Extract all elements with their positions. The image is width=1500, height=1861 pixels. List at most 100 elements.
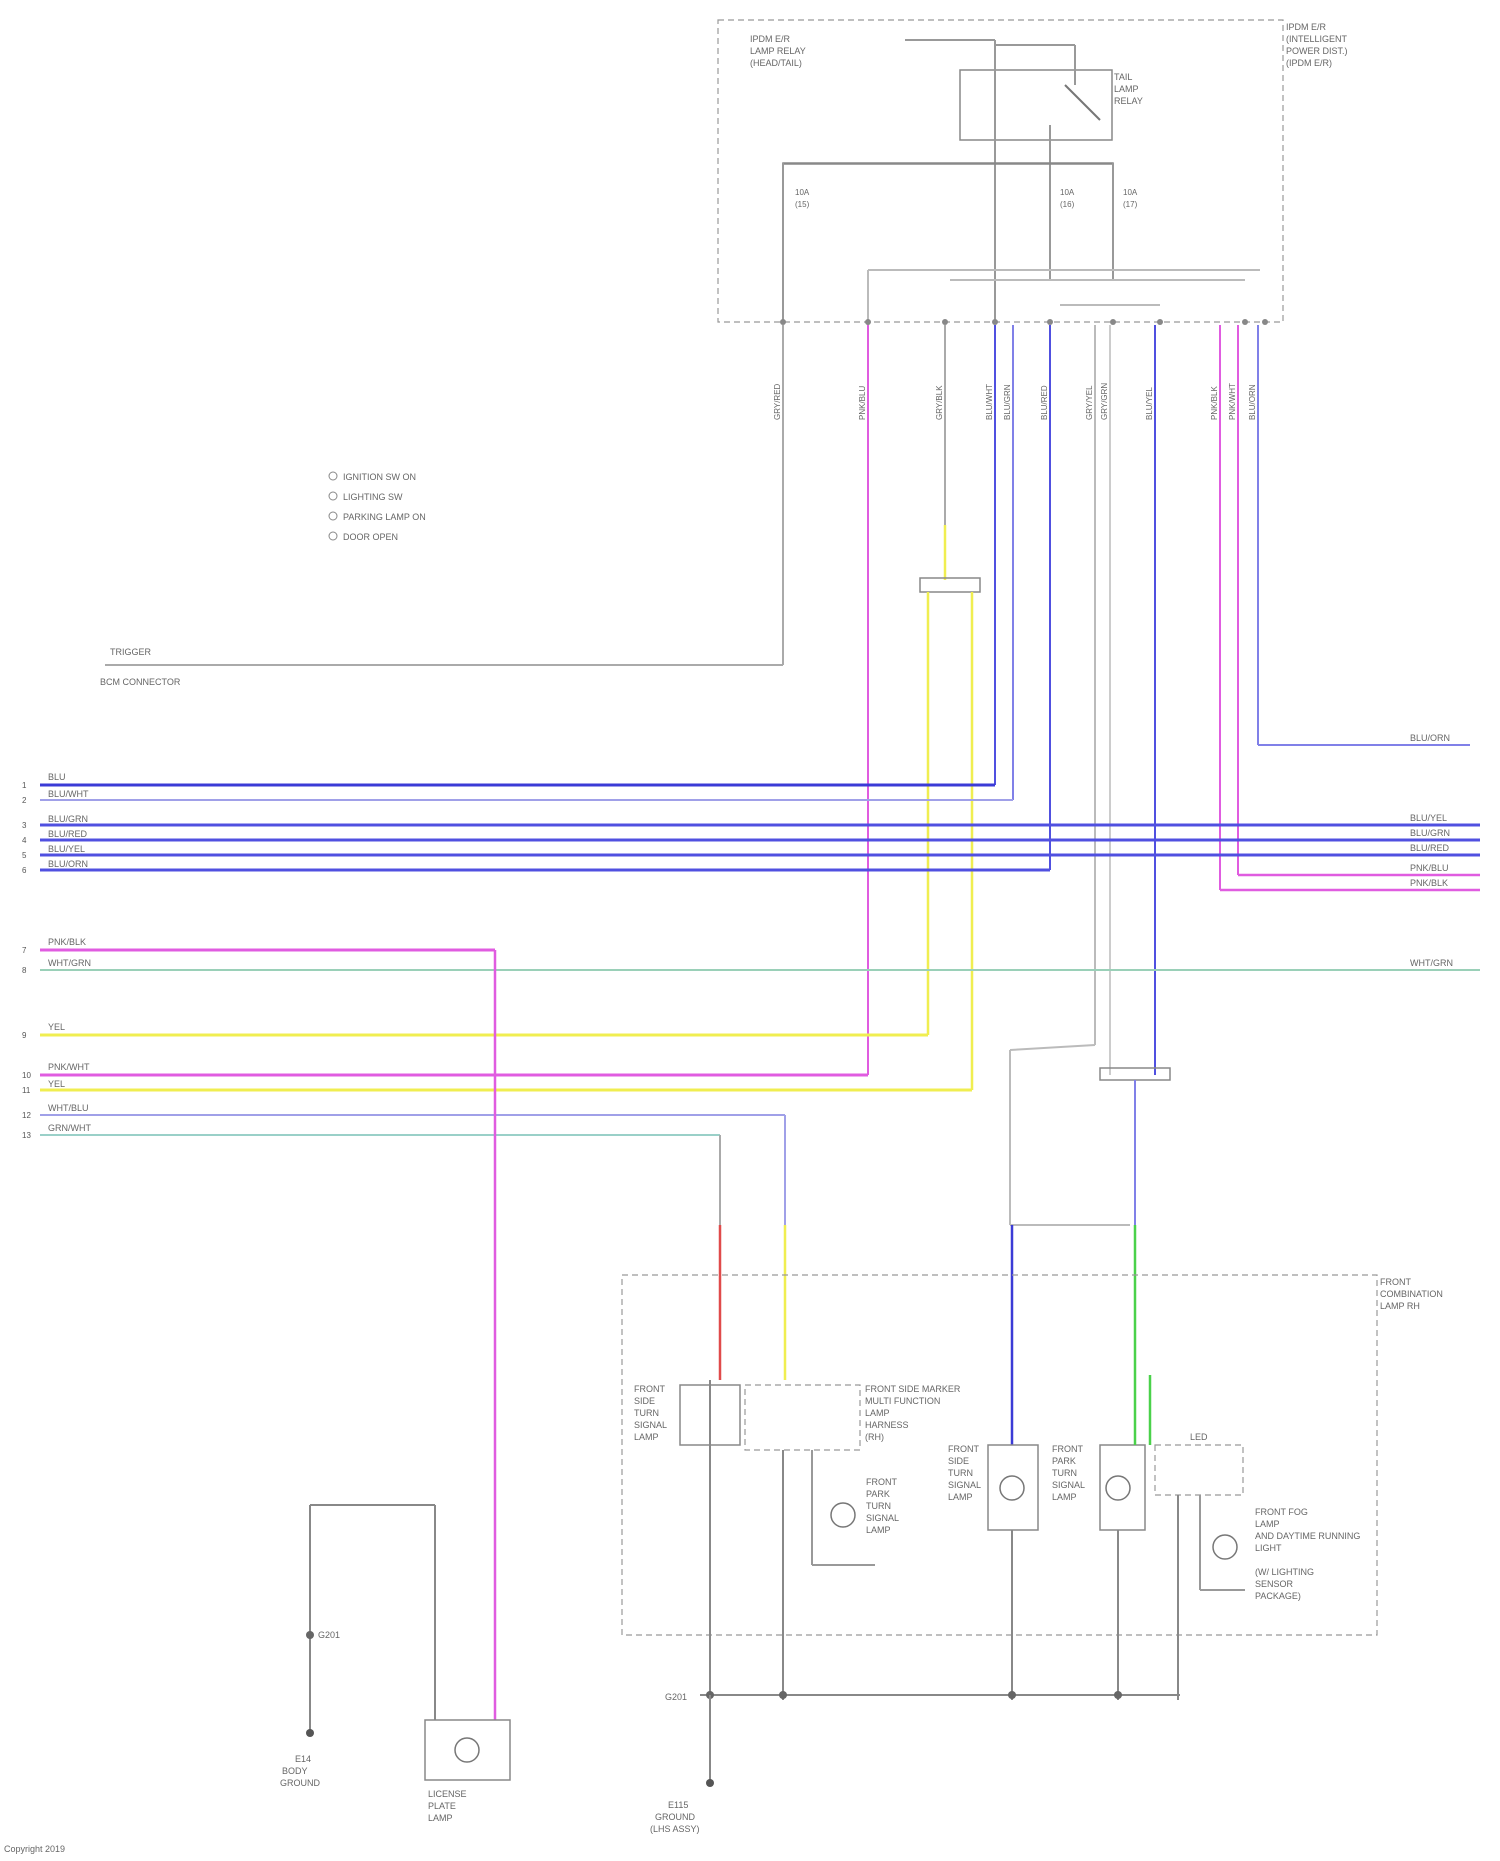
left-wire-label-12: WHT/BLU [48, 1103, 89, 1113]
right-wire-labels: BLU/ORN BLU/YEL BLU/GRN BLU/RED PNK/BLU … [1410, 733, 1453, 968]
diagram-label: PACKAGE) [1255, 1591, 1301, 1601]
lamp-circle-4 [1213, 1535, 1237, 1559]
right-wire-label-3: BLU/RED [1410, 843, 1450, 853]
license-lamp-label: LICENSE [428, 1789, 467, 1799]
diagram-label: PNK/WHT [1228, 383, 1237, 420]
diagram-label: (17) [1123, 200, 1138, 209]
diagram-label: GRY/BLK [935, 385, 944, 420]
diagram-label: (15) [795, 200, 810, 209]
relay-box [960, 70, 1112, 140]
diagram-label: TURN [1052, 1468, 1077, 1478]
relay-label-2: LAMP [1114, 84, 1139, 94]
yellow-connector [920, 578, 980, 592]
relay-contact [1065, 85, 1100, 120]
inner-module-1: FRONT SIDE MARKER [865, 1384, 961, 1394]
diagram-label: TURN [634, 1408, 659, 1418]
legend-item-3: PARKING LAMP ON [343, 512, 426, 522]
junction-dot [779, 1691, 787, 1699]
inner-module-box [745, 1385, 860, 1450]
front-combo-label-1: FRONT [1380, 1277, 1411, 1287]
diagram-label: BLU/YEL [1145, 387, 1154, 420]
diagram-label: BLU/WHT [985, 384, 994, 420]
ipdm-label-1: IPDM E/R [750, 34, 791, 44]
junction-dot [1157, 319, 1163, 325]
diagram-label: PLATE [428, 1801, 456, 1811]
ground-point-2 [706, 1779, 714, 1787]
lamp-circle-3 [1106, 1476, 1130, 1500]
vertical-wire-labels: GRY/RED PNK/BLU GRY/BLK BLU/WHT BLU/GRN … [773, 383, 1257, 420]
fuse-3: 10A [1123, 188, 1138, 197]
diagram-label: FRONT [948, 1444, 979, 1454]
relay-label-3: RELAY [1114, 96, 1143, 106]
inner-module-5: (RH) [865, 1432, 884, 1442]
diagram-label: LAMP [428, 1813, 453, 1823]
diagram-label: BODY [282, 1766, 308, 1776]
diagram-label: GRY/YEL [1085, 385, 1094, 420]
diagram-label: (16) [1060, 200, 1075, 209]
diagram-label: PARK [1052, 1456, 1076, 1466]
diagram-label: GRY/GRN [1100, 383, 1109, 420]
inner-module-3: LAMP [865, 1408, 890, 1418]
diagram-label: TURN [948, 1468, 973, 1478]
diagram-label: SIDE [634, 1396, 655, 1406]
ipdm-right-2: (INTELLIGENT [1286, 34, 1348, 44]
front-combo-label-2: COMBINATION [1380, 1289, 1443, 1299]
diagram-label: 2 [22, 796, 27, 805]
left-wire-label-8: WHT/GRN [48, 958, 91, 968]
diagram-label: 5 [22, 851, 27, 860]
junction-dot [1114, 1691, 1122, 1699]
ground1-label: E14 [295, 1754, 311, 1764]
diagram-label: GRY/RED [773, 383, 782, 420]
license-lamp-icon [455, 1738, 479, 1762]
lamp-circle-2 [1000, 1476, 1024, 1500]
diagram-label: LAMP [866, 1525, 891, 1535]
diagram-label: G201 [318, 1630, 340, 1640]
junction-dot [306, 1631, 314, 1639]
junction-dot [942, 319, 948, 325]
diagram-label: 11 [22, 1086, 31, 1095]
diagram-label: SIGNAL [634, 1420, 667, 1430]
junction-dot [1110, 319, 1116, 325]
diagram-label: 8 [22, 966, 27, 975]
component-box [988, 1445, 1038, 1530]
diagram-label: 10 [22, 1071, 31, 1080]
diagram-label: TURN [866, 1501, 891, 1511]
diagram-label: 1 [22, 781, 27, 790]
diagram-label: SIGNAL [866, 1513, 899, 1523]
diagram-label: FRONT [634, 1384, 665, 1394]
diagram-label: 3 [22, 821, 27, 830]
right-wire-label-6: WHT/GRN [1410, 958, 1453, 968]
diagram-label: PNK/BLU [858, 386, 867, 420]
junction-dot [1047, 319, 1053, 325]
license-lamp-box [425, 1720, 510, 1780]
diagram-label: GROUND [655, 1812, 695, 1822]
diagram-label: LAMP [634, 1432, 659, 1442]
left-wire-label-7: PNK/BLK [48, 937, 86, 947]
diagram-label: BLU/RED [1040, 385, 1049, 420]
right-wire-label-2: BLU/GRN [1410, 828, 1450, 838]
diagram-label: (LHS ASSY) [650, 1824, 700, 1834]
ipdm-label-2: LAMP RELAY [750, 46, 806, 56]
junction-dot [329, 492, 337, 500]
junction-dot [329, 512, 337, 520]
diagram-label: BLU/GRN [1003, 384, 1012, 420]
junction-dot [780, 319, 786, 325]
diagram-label: 12 [22, 1111, 31, 1120]
ipdm-module-box [718, 20, 1283, 322]
diagram-label: (W/ LIGHTING [1255, 1567, 1314, 1577]
diagram-label: FRONT [1052, 1444, 1083, 1454]
junction-dot [329, 472, 337, 480]
diagram-label: G201 [665, 1692, 687, 1702]
diagram-label: LAMP [1255, 1519, 1280, 1529]
legend: IGNITION SW ON LIGHTING SW PARKING LAMP … [329, 472, 426, 542]
ipdm-label-3: (HEAD/TAIL) [750, 58, 802, 68]
ipdm-right-4: (IPDM E/R) [1286, 58, 1332, 68]
diagram-label: FRONT FOG [1255, 1507, 1308, 1517]
diagram-label: 13 [22, 1131, 31, 1140]
diagram-label: 9 [22, 1031, 27, 1040]
right-wire-label-0: BLU/ORN [1410, 733, 1450, 743]
diagram-label: AND DAYTIME RUNNING [1255, 1531, 1360, 1541]
legend-item-4: DOOR OPEN [343, 532, 398, 542]
diagram-label: LIGHT [1255, 1543, 1282, 1553]
